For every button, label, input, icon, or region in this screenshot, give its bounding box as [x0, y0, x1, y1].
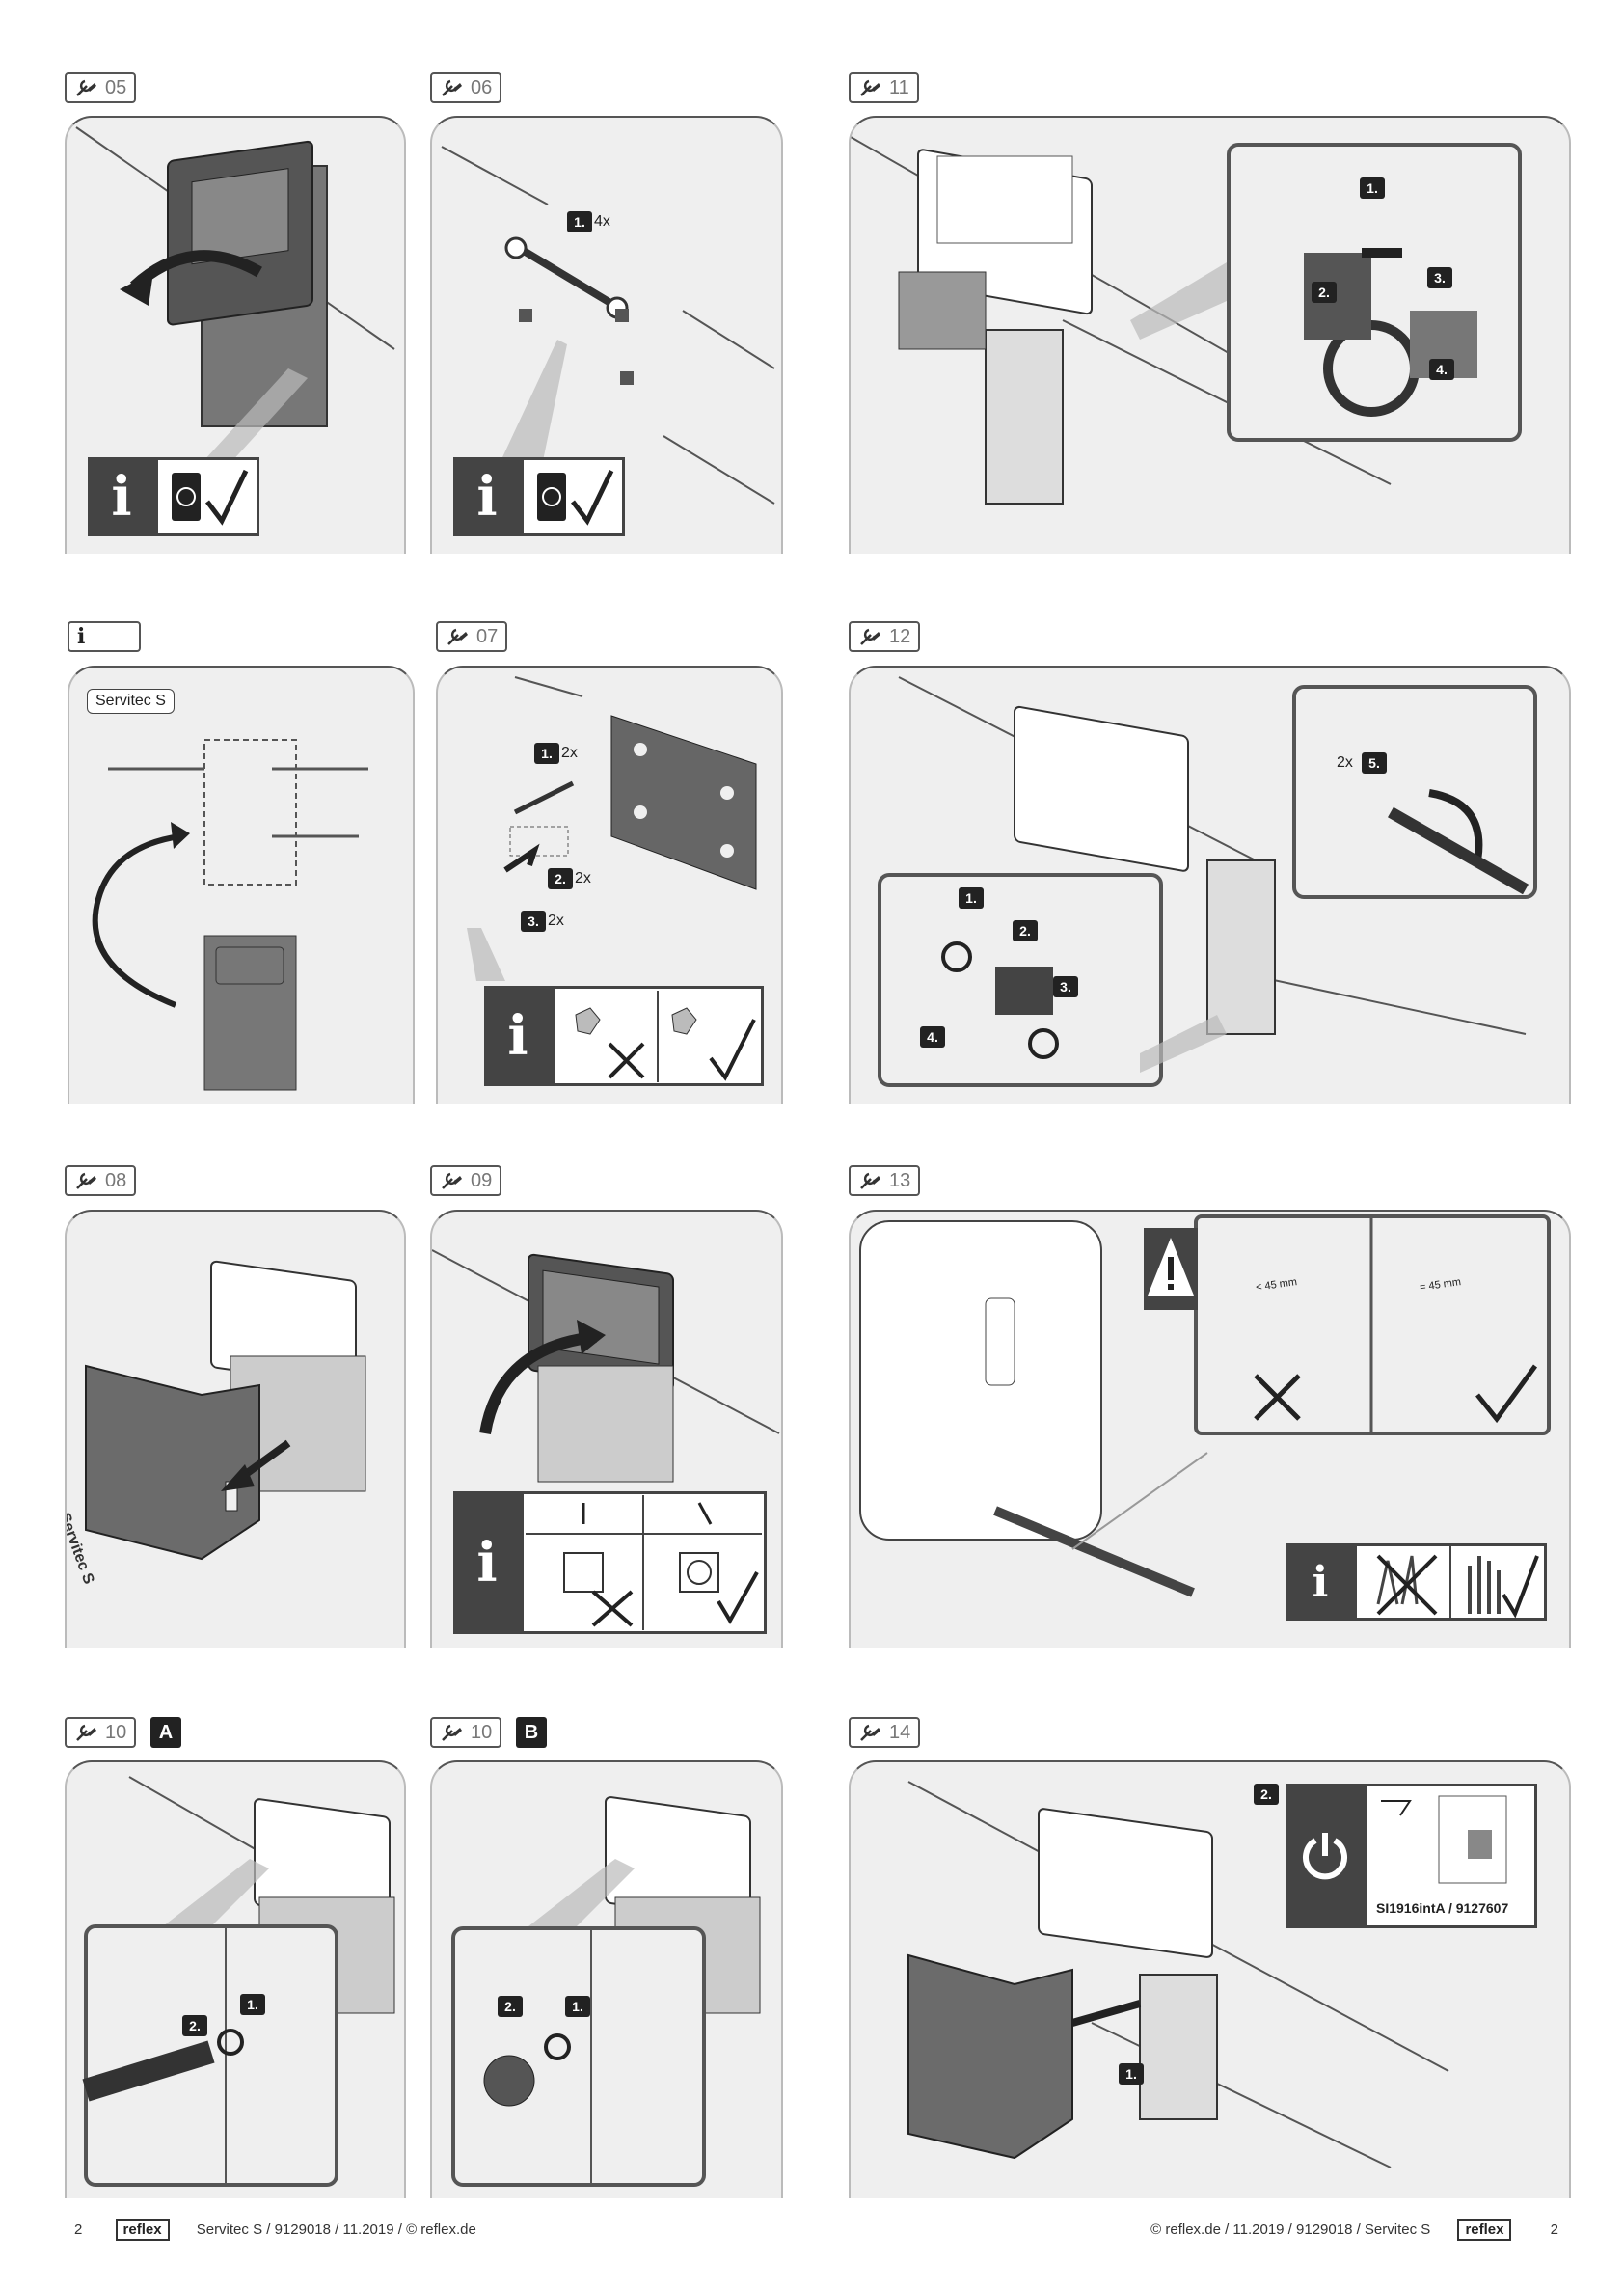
panel-info: Servitec S	[68, 666, 415, 1104]
panel-step-07: 1. 2x 2. 2x 3. 2x i	[436, 666, 783, 1104]
callout-number: 3.	[1053, 976, 1078, 997]
step-label-info: i	[68, 621, 141, 652]
wrench-icon	[74, 1170, 99, 1191]
callout-number: 1.	[959, 887, 984, 909]
step-label-10b: 10	[430, 1717, 501, 1748]
document-info: © reflex.de / 11.2019 / 9129018 / Servit…	[1150, 2222, 1430, 2238]
callout-number: 1.	[534, 743, 559, 764]
callout-count: 2x	[1337, 754, 1353, 772]
callout-number: 2.	[1254, 1784, 1279, 1805]
wrench-icon	[446, 626, 471, 647]
callout-count: 2x	[548, 913, 564, 930]
panel-step-14: 1. 2. SI1916intA / 9127607	[849, 1760, 1571, 2198]
step-label-08: 08	[65, 1165, 136, 1196]
info-note: i	[88, 457, 259, 536]
screw-correct-incorrect-icon	[552, 986, 764, 1086]
info-note: i	[484, 986, 764, 1086]
wrench-icon	[440, 77, 465, 98]
step-label-13: 13	[849, 1165, 920, 1196]
wrench-icon	[858, 1722, 883, 1743]
panel-step-10a: 1. 2.	[65, 1760, 406, 2198]
footer-left: 2 reflex Servitec S / 9129018 / 11.2019 …	[74, 2219, 476, 2241]
info-note: i	[1286, 1543, 1547, 1621]
info-icon: i	[453, 1531, 521, 1595]
manual-icon	[1371, 1791, 1535, 1888]
variant-badge-a: A	[150, 1717, 181, 1748]
document-info: Servitec S / 9129018 / 11.2019 / © refle…	[197, 2222, 476, 2238]
panel-step-06: 1. 4x i	[430, 116, 783, 554]
step-label-06: 06	[430, 72, 501, 103]
callout-number: 2.	[1312, 282, 1337, 303]
panel-step-10b: 1. 2.	[430, 1760, 783, 2198]
panel-step-11: 1. 2. 3. 4.	[849, 116, 1571, 554]
manual-reference-text: SI1916intA / 9127607	[1376, 1900, 1508, 1916]
callout-number: 2.	[548, 868, 573, 889]
wrench-icon	[440, 1722, 465, 1743]
manual-reference: SI1916intA / 9127607	[1364, 1784, 1537, 1928]
info-note: i	[453, 457, 625, 536]
step-label-10a: 10	[65, 1717, 136, 1748]
panel-step-05: i	[65, 116, 406, 554]
valve-connection-illustration	[851, 668, 1569, 1104]
callout-number: 1.	[1119, 2063, 1144, 2085]
callout-number: 1.	[567, 211, 592, 232]
wrench-icon	[858, 77, 883, 98]
info-icon: i	[453, 465, 521, 529]
step-label-12: 12	[849, 621, 920, 652]
power-icon	[1286, 1829, 1364, 1883]
callout-number: 2.	[498, 1996, 523, 2017]
callout-number: 1.	[240, 1994, 265, 2015]
recycle-bin-icon	[155, 457, 259, 536]
info-icon: i	[1286, 1558, 1354, 1607]
panel-step-12: 1. 2. 3. 4. 2x 5.	[849, 666, 1571, 1104]
inlet-connection-illustration	[851, 118, 1569, 554]
wrench-icon	[74, 1722, 99, 1743]
callout-number: 2.	[1013, 920, 1038, 941]
orientation-illustration	[69, 668, 413, 1104]
info-note: i	[453, 1491, 767, 1634]
callout-number: 4.	[1429, 359, 1454, 380]
page-number: 2	[1551, 2222, 1558, 2238]
page-number: 2	[74, 2222, 82, 2238]
wrench-icon	[74, 77, 99, 98]
info-icon: i	[484, 1004, 552, 1068]
wrench-icon	[440, 1170, 465, 1191]
glove-hand-icon	[1354, 1543, 1547, 1621]
callout-number: 1.	[565, 1996, 590, 2017]
callout-number: 1.	[1360, 177, 1385, 199]
recycle-bin-icon	[521, 457, 625, 536]
step-label-05: 05	[65, 72, 136, 103]
power-plug-correct-incorrect-icon	[521, 1491, 767, 1634]
power-on-note: SI1916intA / 9127607	[1286, 1784, 1537, 1928]
info-icon: i	[88, 465, 155, 529]
variant-badge-b: B	[516, 1717, 547, 1748]
panel-step-09: i	[430, 1210, 783, 1648]
callout-number: 3.	[1427, 267, 1452, 288]
drain-valve-illustration	[67, 1762, 404, 2198]
callout-count: 4x	[594, 213, 610, 231]
reflex-logo: reflex	[116, 2219, 170, 2241]
callout-number: 2.	[182, 2015, 207, 2036]
footer-right: © reflex.de / 11.2019 / 9129018 / Servit…	[1150, 2219, 1558, 2241]
step-label-14: 14	[849, 1717, 920, 1748]
warning-icon	[1144, 1228, 1198, 1310]
reflex-logo: reflex	[1457, 2219, 1511, 2241]
step-label-11: 11	[849, 72, 919, 103]
panel-step-13: < 45 mm = 45 mm i	[849, 1210, 1571, 1648]
callout-count: 2x	[575, 870, 591, 887]
step-label-09: 09	[430, 1165, 501, 1196]
callout-number: 3.	[521, 911, 546, 932]
callout-count: 2x	[561, 745, 578, 762]
panel-step-08: Servitec S	[65, 1210, 406, 1648]
callout-number: 5.	[1362, 752, 1387, 774]
wrench-icon	[858, 626, 883, 647]
cover-removal-illustration	[67, 1212, 404, 1648]
callout-number: 4.	[920, 1026, 945, 1048]
drain-cap-illustration	[432, 1762, 781, 2198]
step-label-07: 07	[436, 621, 507, 652]
wrench-icon	[858, 1170, 883, 1191]
